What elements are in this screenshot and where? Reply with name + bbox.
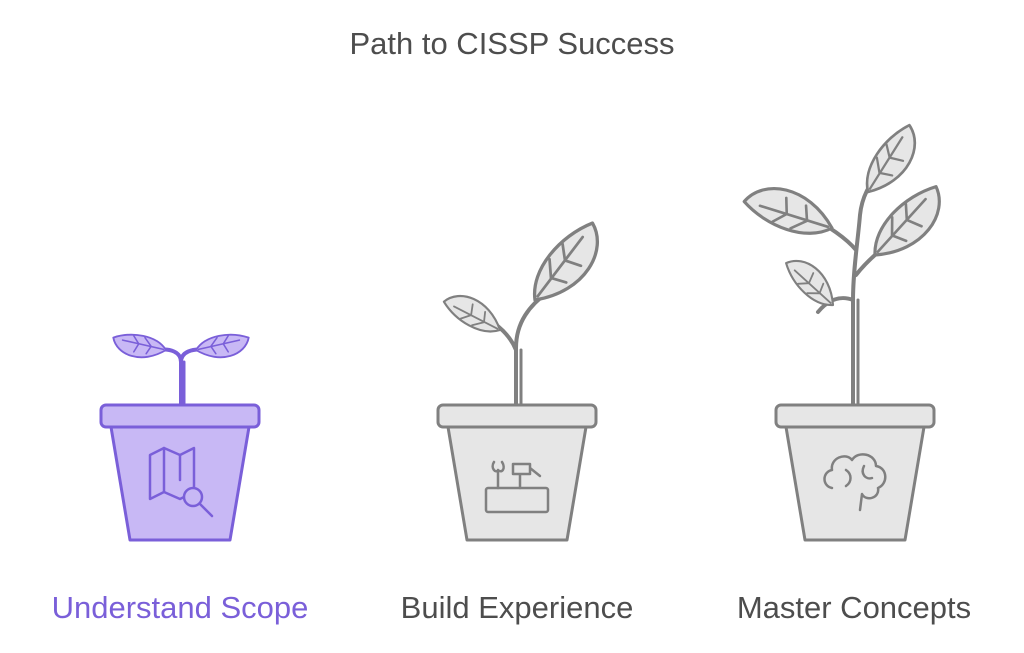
- pot-rim: [774, 403, 936, 429]
- stage-master-concepts: [740, 120, 957, 542]
- pot-rim: [436, 403, 598, 429]
- stage-build-experience: [436, 217, 617, 542]
- sprout-stem: [156, 347, 208, 407]
- tree-leaf-top: [850, 120, 931, 201]
- map-search-icon: [148, 446, 214, 518]
- tree-leaf-low: [782, 248, 841, 317]
- stage-understand-scope: [99, 333, 261, 542]
- stage-label-understand-scope: Understand Scope: [51, 590, 309, 625]
- tree-leaf-right: [858, 181, 957, 267]
- toolbox-icon: [484, 460, 550, 514]
- diagram-title: Path to CISSP Success: [349, 26, 675, 61]
- brain-icon: [823, 453, 887, 512]
- pot-body: [446, 425, 588, 542]
- sprout-leaf-right: [195, 333, 250, 359]
- plant-leaf-large: [515, 217, 617, 312]
- stage-label-master-concepts: Master Concepts: [736, 590, 972, 625]
- pot-body: [784, 425, 926, 542]
- pot-rim: [99, 403, 261, 429]
- pot-body: [109, 425, 251, 542]
- stage-label-build-experience: Build Experience: [400, 590, 634, 625]
- tree-stem: [810, 168, 895, 407]
- plant-stem: [484, 290, 550, 407]
- tree-leaf-left: [740, 171, 840, 252]
- sprout-leaf-left: [112, 333, 167, 359]
- plant-leaf-small: [440, 283, 507, 345]
